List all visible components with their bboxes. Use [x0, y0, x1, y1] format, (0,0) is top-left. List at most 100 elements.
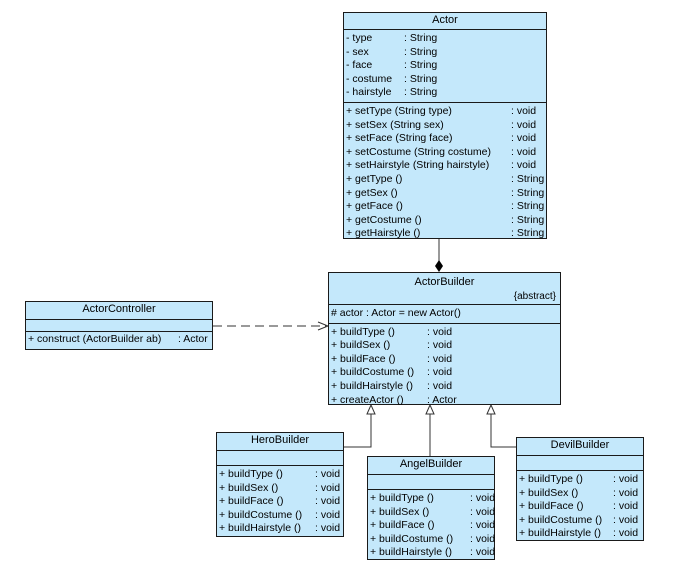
operation-return: : void: [613, 500, 639, 513]
operations-section: + buildType () : void + buildSex () : void…: [517, 471, 643, 543]
operation-row: + buildFace () : void: [519, 500, 643, 514]
operation-signature: + setType (String type): [346, 104, 452, 117]
class-name: Actor: [344, 13, 546, 30]
operation-signature: + setHairstyle (String hairstyle): [346, 159, 490, 172]
operation-return: : void: [315, 508, 341, 521]
operation-row: + setHairstyle (String hairstyle) : void: [346, 159, 546, 173]
hero-builder-class[interactable]: HeroBuilder + buildType (): void + build…: [216, 432, 344, 537]
actor-controller-title: ActorController: [82, 303, 156, 315]
operation-row: + getFace () : String: [346, 200, 546, 214]
operation-row: + buildCostume (): void: [370, 533, 495, 547]
operation-signature: + createActor (): [331, 393, 404, 406]
operation-signature: + buildSex (): [219, 481, 279, 494]
operation-row: + setType (String type) : void: [346, 105, 546, 119]
operations-section: + buildType (): void + buildSex (): void…: [368, 490, 495, 562]
operation-return: : String: [511, 172, 545, 185]
operation-signature: + buildType (): [219, 468, 283, 480]
attributes-section: [368, 475, 494, 490]
attributes-section: [517, 456, 643, 471]
operation-return: : void: [613, 513, 639, 526]
operation-signature: + setSex (String sex): [346, 118, 444, 131]
hero-generalization-arrow: [366, 403, 376, 415]
operation-return: : String: [511, 200, 545, 213]
operation-return: : String: [511, 227, 545, 240]
operation-return: : String: [511, 186, 545, 199]
operation-signature: + getCostume (): [346, 213, 422, 226]
operation-row: + buildType () : void: [331, 326, 560, 340]
devil-builder-class[interactable]: DevilBuilder + buildType () : void + buil…: [516, 437, 644, 541]
operation-signature: + buildFace (): [519, 500, 584, 513]
operation-row: + buildType (): void: [219, 468, 343, 482]
operation-return: : void: [427, 325, 453, 338]
operation-signature: + buildType (): [519, 473, 583, 485]
operation-signature: + buildHairstyle (): [519, 527, 601, 540]
operation-signature: + setFace (String face): [346, 132, 453, 145]
class-name: ActorBuilder {abstract}: [329, 273, 560, 305]
abstract-stereotype: {abstract}: [513, 291, 556, 302]
actor-controller-class[interactable]: ActorController + construct (ActorBuilde…: [25, 301, 213, 350]
operation-row: + getType (): String: [346, 173, 546, 187]
operation-return: : void: [315, 522, 341, 535]
class-name: DevilBuilder: [517, 438, 643, 456]
class-name: HeroBuilder: [217, 433, 343, 451]
attribute-row: - hairstyle: String: [346, 86, 546, 100]
operation-return: : void: [613, 473, 639, 485]
attributes-section: [217, 451, 343, 466]
angel-generalization-arrow: [425, 403, 435, 415]
devil-generalization-line: [490, 414, 516, 448]
operation-signature: + getSex (): [346, 186, 398, 199]
operation-return: : void: [511, 132, 537, 145]
actor-builder-title: ActorBuilder: [414, 276, 475, 288]
operation-signature: + buildType (): [370, 492, 434, 504]
attributes-section: - type: String - sex: String - face: Str…: [344, 30, 546, 103]
operation-row: + buildCostume () : void: [219, 509, 343, 523]
operation-return: : String: [511, 213, 545, 226]
attribute-type: : String: [404, 72, 438, 85]
operation-row: + buildSex (): void: [370, 505, 495, 520]
operation-row: + buildType (): void: [370, 492, 495, 506]
attribute-row: - type: String: [346, 32, 546, 46]
operation-row: + getCostume () : String: [346, 214, 546, 228]
operation-row: + setSex (String sex) : void: [346, 119, 546, 133]
operation-signature: + getHairstyle (): [346, 227, 421, 240]
operation-row: + buildType () : void: [519, 473, 643, 487]
operation-row: + buildFace (): void: [370, 519, 495, 533]
attributes-section: # actor : Actor = new Actor(): [329, 305, 560, 324]
operation-row: + getSex () : String: [346, 187, 546, 201]
operation-return: : void: [315, 495, 341, 508]
operation-row: + construct (ActorBuilder ab): Actor: [28, 333, 212, 347]
attribute-row: - face: String: [346, 59, 546, 73]
actor-builder-class[interactable]: ActorBuilder {abstract} # actor : Actor …: [328, 272, 561, 406]
operation-row: + buildHairstyle (): void: [219, 522, 343, 536]
operation-signature: + getFace (): [346, 200, 403, 213]
operation-row: + buildFace () : void: [219, 495, 343, 509]
operation-return: : void: [511, 104, 537, 117]
attributes-section: [26, 320, 212, 332]
operation-signature: + buildType (): [331, 325, 395, 338]
operation-return: : void: [427, 352, 453, 365]
operation-return: : void: [511, 159, 537, 172]
attribute-type: : String: [404, 86, 438, 99]
operation-return: : void: [613, 486, 639, 499]
operation-row: + buildCostume (): void: [519, 514, 643, 528]
operation-signature: + construct (ActorBuilder ab): [28, 333, 162, 345]
operation-row: + buildSex () : void: [219, 482, 343, 496]
operation-signature: + buildSex (): [370, 505, 430, 518]
operation-row: + buildSex (): void: [331, 339, 560, 353]
angel-builder-class[interactable]: AngelBuilder + buildType (): void + buil…: [367, 456, 495, 560]
operation-return: : void: [613, 527, 639, 540]
operation-signature: + buildFace (): [331, 352, 396, 365]
operation-signature: + buildCostume (): [219, 508, 303, 521]
operation-return: : void: [511, 118, 537, 131]
operation-row: + setFace (String face) : void: [346, 132, 546, 146]
angel-builder-title: AngelBuilder: [399, 458, 463, 470]
devil-generalization-arrow: [486, 403, 496, 415]
operation-row: + buildHairstyle (): void: [331, 380, 560, 394]
operation-signature: + buildSex (): [519, 486, 579, 499]
operation-signature: + buildFace (): [219, 495, 284, 508]
operation-return: : void: [427, 366, 453, 379]
operation-return: : void: [315, 481, 341, 494]
actor-class[interactable]: Actor - type: String - sex: String - fac…: [343, 12, 547, 239]
operation-signature: + buildSex (): [331, 339, 391, 352]
